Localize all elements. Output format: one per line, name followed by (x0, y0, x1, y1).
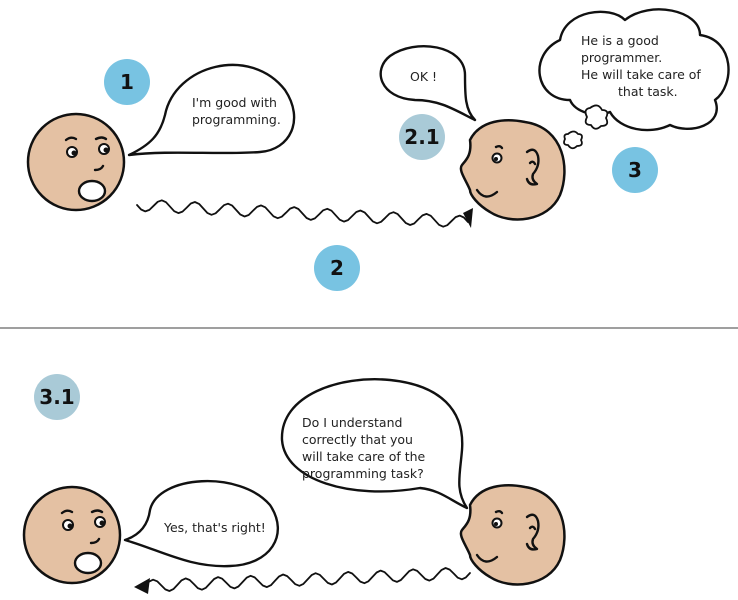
svg-text:OK !: OK ! (410, 69, 437, 84)
message-wave-arrow-right (136, 199, 473, 228)
thought-cloud: He is a good programmer. He will take ca… (538, 8, 730, 150)
svg-text:3.1: 3.1 (39, 385, 74, 409)
listener-face-bottom (459, 484, 566, 586)
svg-text:He is a good: He is a good (581, 33, 659, 48)
svg-text:correctly that you: correctly that you (302, 432, 413, 447)
svg-text:will take care of the: will take care of the (302, 449, 426, 464)
speaker-face-top (26, 112, 126, 212)
svg-text:Yes, that's right!: Yes, that's right! (163, 520, 266, 535)
svg-text:3: 3 (628, 158, 642, 182)
listener-face-top (459, 119, 566, 221)
step-badge-2-1: 2.1 (399, 114, 445, 160)
svg-text:I'm good with: I'm good with (192, 95, 277, 110)
speech-bubble-claim: I'm good with programming. (127, 63, 296, 157)
svg-text:He will take care of: He will take care of (581, 67, 701, 82)
speech-bubble-question: Do I understand correctly that you will … (280, 378, 469, 510)
speaker-face-bottom (22, 485, 122, 585)
svg-text:programming task?: programming task? (302, 466, 424, 481)
speech-bubble-ack: OK ! (379, 44, 477, 122)
speech-bubble-confirm: Yes, that's right! (123, 479, 280, 568)
step-badge-2: 2 (314, 245, 360, 291)
step-badge-3: 3 (612, 147, 658, 193)
svg-text:2.1: 2.1 (404, 125, 439, 149)
step-badge-1: 1 (104, 59, 150, 105)
svg-text:1: 1 (120, 70, 134, 94)
svg-text:programmer.: programmer. (581, 50, 662, 65)
step-badge-3-1: 3.1 (34, 374, 80, 420)
svg-text:that task.: that task. (618, 84, 678, 99)
message-wave-arrow-left (134, 567, 471, 594)
svg-text:Do I understand: Do I understand (302, 415, 402, 430)
svg-text:programming.: programming. (192, 112, 281, 127)
svg-text:2: 2 (330, 256, 344, 280)
